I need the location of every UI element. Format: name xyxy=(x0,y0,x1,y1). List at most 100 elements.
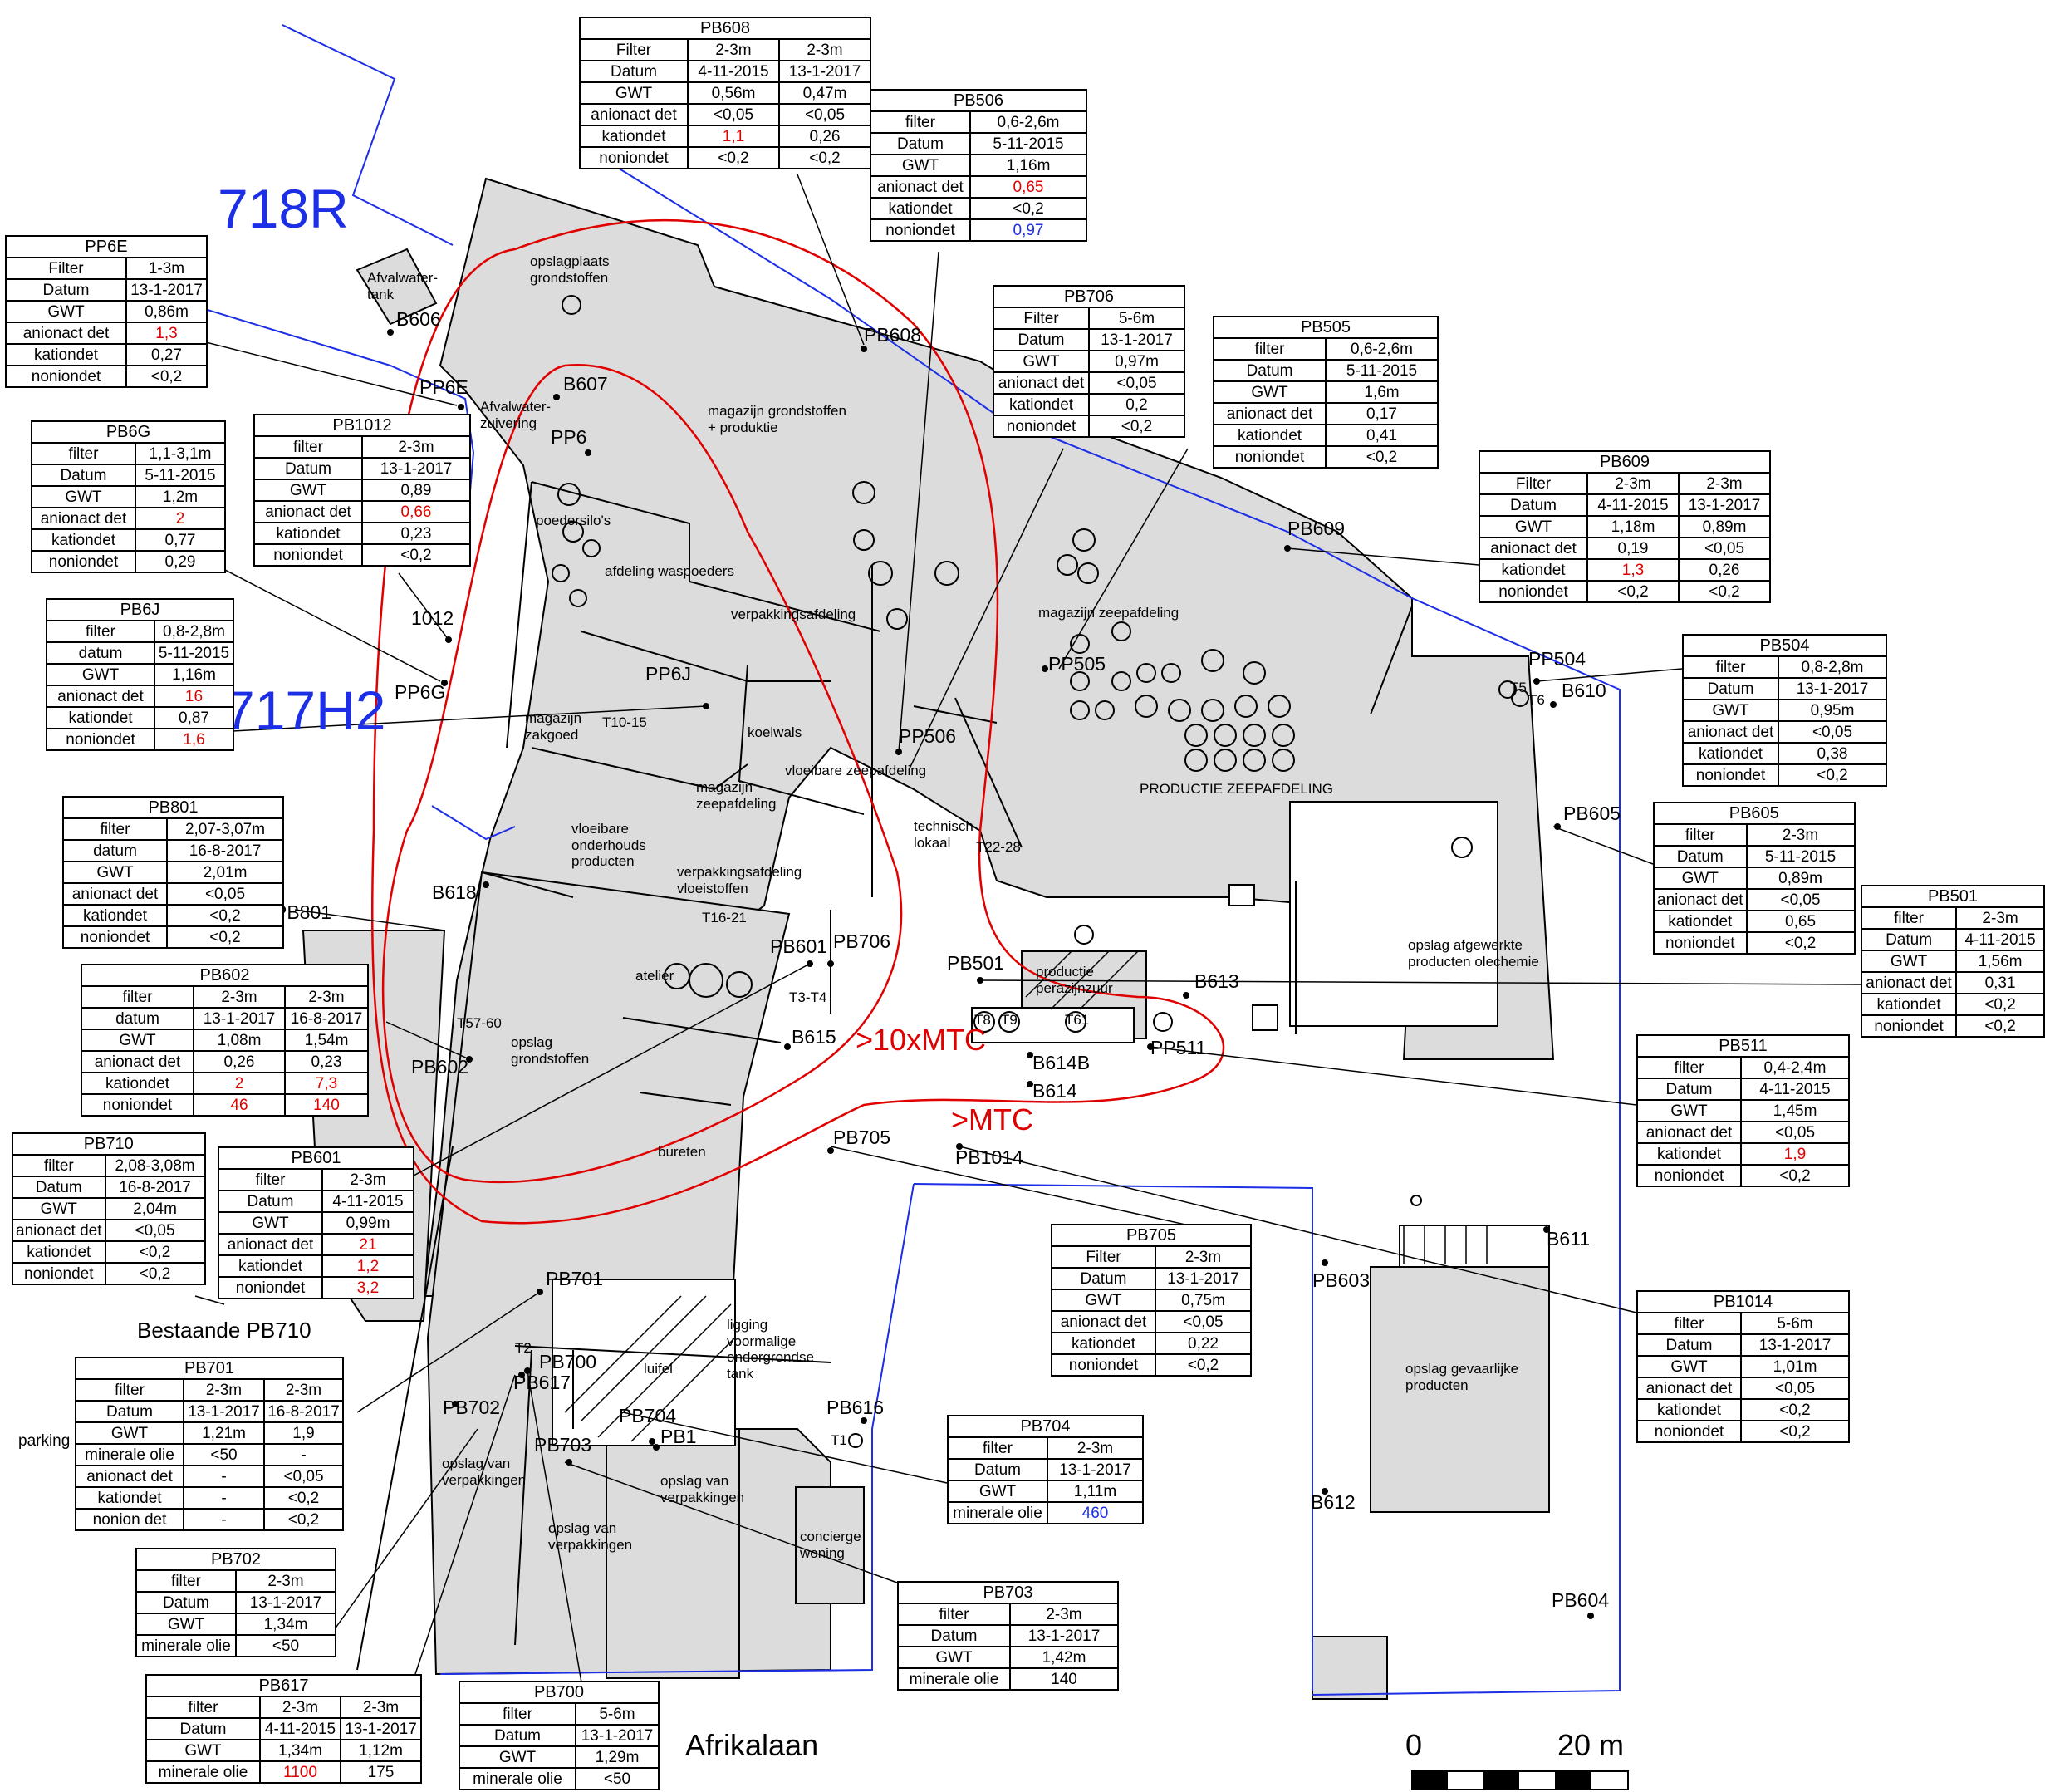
table-row-label: noniondet xyxy=(579,146,689,169)
sample-point-b610 xyxy=(1550,701,1557,708)
hatch xyxy=(581,1295,707,1421)
table-row-label: GWT xyxy=(947,1480,1048,1503)
building-label-line: grondstoffen xyxy=(511,1050,590,1067)
table-row-label: Filter xyxy=(993,307,1090,330)
building-label-t8: T8 xyxy=(974,1012,991,1029)
building-label-line: verpakkingen xyxy=(660,1489,745,1505)
table-cell: <0,2 xyxy=(361,543,471,567)
table-row: noniondet<0,2 xyxy=(1051,1353,1252,1377)
table-cell: 5-6m xyxy=(575,1702,660,1726)
table-cell: 0,22 xyxy=(1155,1332,1252,1355)
table-cell: 4-11-2015 xyxy=(1740,1078,1850,1101)
table-title: PB701 xyxy=(75,1357,344,1380)
table-row-label: noniondet xyxy=(870,218,971,242)
sample-point-pb1 xyxy=(653,1444,660,1451)
building-label-line: zakgoed xyxy=(525,726,579,743)
tank xyxy=(868,561,893,586)
tank xyxy=(1065,1011,1086,1033)
sample-point-pb617 xyxy=(518,1372,525,1378)
tank xyxy=(1214,724,1237,747)
table-cell: 1,3 xyxy=(125,322,208,345)
table-row-label: anionact det xyxy=(870,175,971,199)
building-label-line: T3-T4 xyxy=(789,989,827,1005)
table-cell: 1,16m xyxy=(969,154,1087,177)
tank xyxy=(853,529,875,551)
table-row-label: GWT xyxy=(1860,950,1958,973)
table-row: anionact det<0,05 xyxy=(1682,720,1887,744)
building-label-line: Afvalwater- xyxy=(480,399,552,415)
table-cell: 5-6m xyxy=(1088,307,1185,330)
table-row-label: filter xyxy=(145,1696,261,1719)
table-row-label: kationdet xyxy=(1653,910,1748,933)
table-cell: 4-11-2015 xyxy=(687,60,780,83)
leader-pb705 xyxy=(830,1146,1247,1239)
tanks xyxy=(552,295,1529,1448)
leader-pb501 xyxy=(979,979,1861,985)
table-row-label: Datum xyxy=(218,1190,323,1213)
small-square-a xyxy=(1228,884,1255,906)
table-row-label: Datum xyxy=(75,1400,184,1423)
table-cell: 13-1-2017 xyxy=(1678,493,1771,517)
leader-lines xyxy=(194,174,1861,1683)
boundary-south xyxy=(913,1183,1313,1691)
table-cell: 2-3m xyxy=(321,1168,414,1191)
building-label-line: opslag gevaarlijke xyxy=(1405,1361,1519,1377)
table-cell: <0,2 xyxy=(166,925,284,949)
table-cell: <0,2 xyxy=(104,1262,206,1285)
table-cell: 1,29m xyxy=(575,1745,660,1769)
table-cell: 2 xyxy=(193,1072,286,1095)
table-row: noniondet<0,2<0,2 xyxy=(579,146,871,169)
table-title: PB702 xyxy=(135,1548,336,1571)
table-cell: 2,08-3,08m xyxy=(104,1154,206,1177)
table-cell: 1,54m xyxy=(284,1029,369,1052)
sample-point-pp504 xyxy=(1533,678,1540,685)
tank xyxy=(582,539,601,557)
table-row: noniondet<0,2<0,2 xyxy=(1479,580,1771,603)
table-cell: 1,6m xyxy=(1325,380,1439,404)
leader-pb602 xyxy=(385,1021,470,1060)
table-row-label: noniondet xyxy=(1213,445,1327,469)
table-cell: 460 xyxy=(1047,1501,1144,1524)
tank xyxy=(852,481,875,504)
contour-10xmtc xyxy=(382,363,903,1184)
point-label-pb608: PB608 xyxy=(864,324,922,346)
table-cell: 5-6m xyxy=(1740,1312,1850,1335)
table-cell: - xyxy=(183,1486,265,1510)
sample-point-pb1014 xyxy=(956,1143,963,1150)
table-cell: 13-1-2017 xyxy=(361,457,471,480)
point-label-b607: B607 xyxy=(563,373,608,395)
table-row-label: filter xyxy=(947,1436,1048,1460)
table-row-label: GWT xyxy=(75,1421,184,1445)
contour-label-10xmtc: >10xMTC xyxy=(856,1023,987,1057)
building-label-line: opslag van xyxy=(548,1520,617,1536)
table-row-label: filter xyxy=(1213,337,1327,361)
table-row-label: GWT xyxy=(1682,699,1779,722)
building-label-line: afdeling waspoeders xyxy=(605,563,734,579)
table-cell: 0,8-2,8m xyxy=(1778,655,1887,679)
table-row-label: anionact det xyxy=(31,507,136,530)
table-cell: 5-11-2015 xyxy=(154,641,234,665)
table-cell: 0,75m xyxy=(1155,1289,1252,1312)
table-cell: 13-1-2017 xyxy=(1778,677,1887,700)
sample-point-pb601 xyxy=(807,960,813,967)
sample-point-b612 xyxy=(1322,1488,1328,1495)
table-row-label: Datum xyxy=(1860,928,1958,951)
